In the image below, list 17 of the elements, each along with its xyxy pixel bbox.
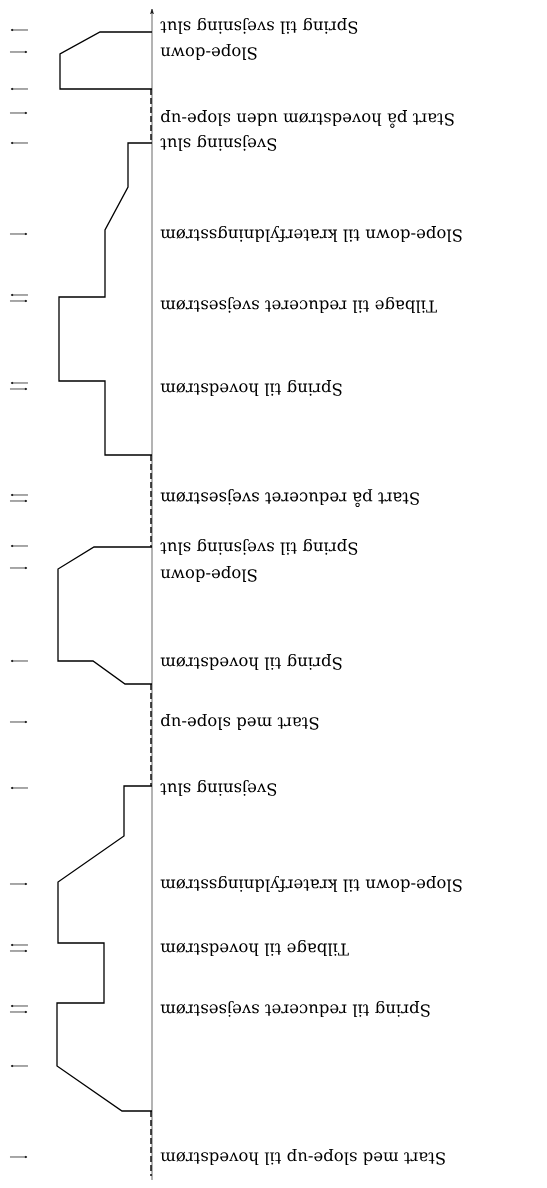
event-label: Spring til hovedstrøm <box>160 379 342 397</box>
event-label: Tilbage til reduceret svejsestrøm <box>160 296 437 314</box>
event-label: Start med slope-up til hovedstrøm <box>160 1149 445 1165</box>
event-label: Start på reduceret svejsestrøm <box>160 488 419 508</box>
event-label: Spring til reduceret svejsestrøm <box>160 1000 430 1018</box>
event-label: Svejsning slut <box>160 779 277 797</box>
event-label: Spring til svejsning slut <box>160 538 358 556</box>
event-label: Start med slope-up <box>161 714 319 730</box>
event-label: Spring til hovedstrøm <box>160 653 342 671</box>
event-label: Svejsning slut <box>160 134 277 152</box>
event-label: Slope-down til kraterfyldningsstrøm <box>160 225 462 243</box>
event-label: Slope-down til kraterfyldningsstrøm <box>160 875 462 893</box>
event-label: Start på hovedstrøm uden slope-up <box>161 110 454 128</box>
event-label: Slope-down <box>160 44 257 60</box>
event-label: Tilbage til hovedstrøm <box>160 939 349 957</box>
event-label: Slope-down <box>160 566 257 582</box>
event-label: Spring til svejsning slut <box>160 17 358 35</box>
